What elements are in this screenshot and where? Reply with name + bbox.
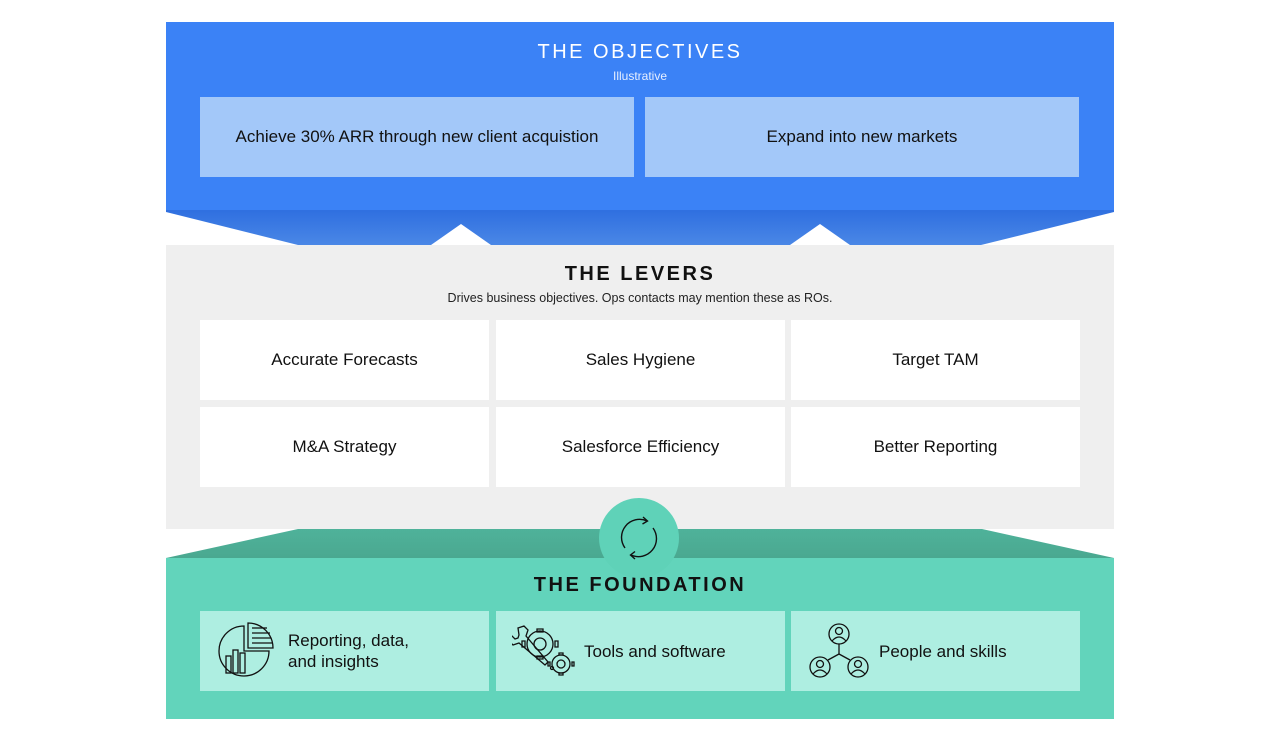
- objectives-subtitle: Illustrative: [612, 69, 668, 83]
- foundation-label: People and skills: [879, 641, 1007, 661]
- foundation-box-reporting: Reporting, data, and insights: [200, 611, 489, 691]
- people-network-icon: [809, 623, 869, 678]
- foundation-label: Tools and software: [584, 641, 726, 661]
- lever-box: Sales Hygiene: [496, 320, 785, 400]
- gear-wrench-icon: [512, 625, 575, 676]
- foundation-label: Reporting, data, and insights: [288, 630, 409, 672]
- lever-box: Target TAM: [791, 320, 1080, 400]
- lever-box: Accurate Forecasts: [200, 320, 489, 400]
- foundation-label-line: Reporting, data,: [288, 631, 409, 650]
- objectives-title: THE OBJECTIVES: [537, 41, 743, 63]
- foundation-title: THE FOUNDATION: [533, 574, 747, 596]
- levers-subtitle: Drives business objectives. Ops contacts…: [447, 291, 833, 305]
- foundation-label-line: and insights: [288, 652, 379, 671]
- objective-box: Achieve 30% ARR through new client acqui…: [200, 97, 634, 177]
- levers-title: THE LEVERS: [564, 263, 716, 285]
- lever-box: Better Reporting: [791, 407, 1080, 487]
- foundation-box-people: People and skills: [791, 611, 1080, 691]
- pie-chart-icon: [218, 622, 274, 677]
- lever-box: M&A Strategy: [200, 407, 489, 487]
- lever-box: Salesforce Efficiency: [496, 407, 785, 487]
- objectives-funnel-shape: [166, 210, 1114, 245]
- foundation-box-tools: Tools and software: [496, 611, 785, 691]
- objective-box: Expand into new markets: [645, 97, 1079, 177]
- cycle-arrows-icon: [599, 498, 679, 578]
